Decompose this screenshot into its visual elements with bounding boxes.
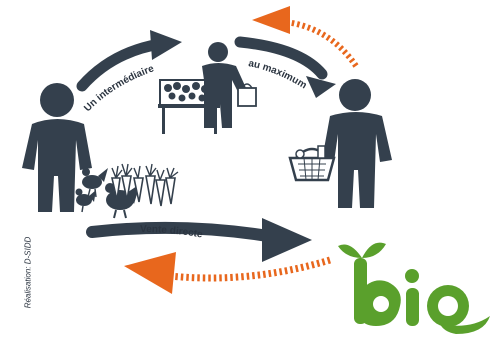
carrots-icon (110, 163, 179, 207)
shopping-basket-icon (288, 145, 336, 182)
bio-logo-icon (338, 242, 490, 334)
arrow-producer-to-intermediary (76, 30, 182, 92)
producer-person-icon (22, 83, 92, 212)
shopping-bag-icon (237, 83, 257, 107)
arrow-direct-sale (86, 218, 312, 262)
arrow-orange-bottom-return (124, 252, 332, 294)
chickens-icon (75, 168, 140, 219)
consumer-person-icon (322, 79, 392, 208)
label-at-most: au maximum (247, 58, 308, 91)
vendor-person-icon (202, 42, 246, 128)
credit-text: Réalisation: D-SIDD (23, 236, 33, 309)
arrow-intermediary-to-consumer (234, 36, 336, 98)
arrow-orange-top-return (252, 6, 359, 68)
